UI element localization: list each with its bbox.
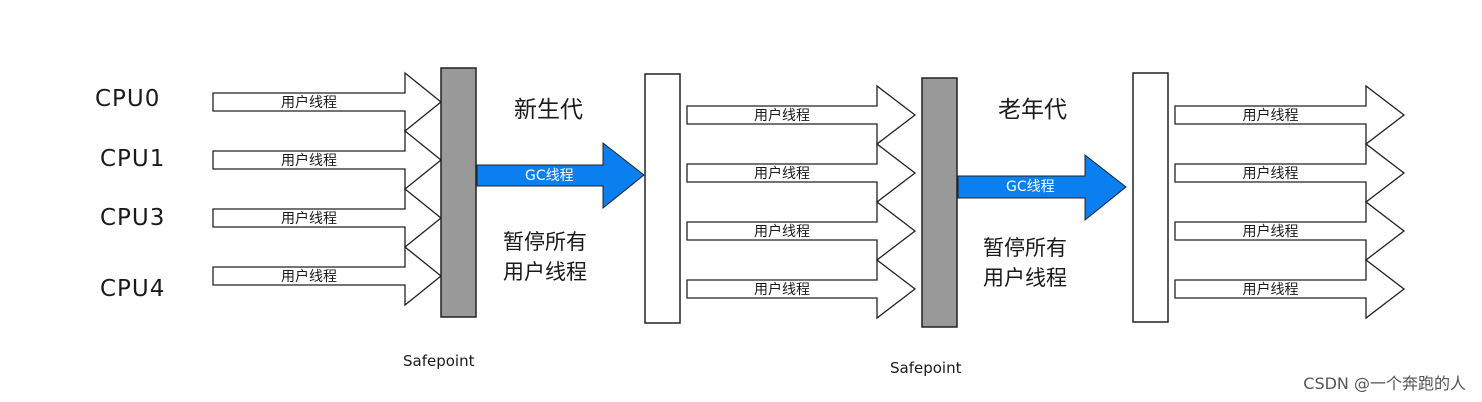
young-thread-arrow-shape [686,200,917,262]
cpu-thread-arrow-1: 用户线程 [212,129,443,191]
safepoint-label-old: Safepoint [890,359,962,377]
old-thread-arrow-label: 用户线程 [1243,223,1299,240]
young-thread-arrow-label: 用户线程 [754,107,810,124]
old-thread-arrow-shape [1174,200,1406,262]
cpu-thread-arrow-0: 用户线程 [212,71,443,133]
gc-arrow-old-label: GC线程 [1006,179,1055,195]
young-gen-pause-note: 暂停所有 用户线程 [503,227,643,287]
old-thread-arrow-2: 用户线程 [1174,200,1406,262]
young-gen-pause-line-1: 暂停所有 [503,230,587,254]
cpu-thread-arrow-shape [212,71,443,133]
young-thread-arrow-label: 用户线程 [754,223,810,240]
cpu-thread-arrow-shape [212,129,443,191]
cpu-thread-arrow-shape [212,245,443,307]
cpu-label-2: CPU3 [100,205,166,231]
gc-arrow-young-label: GC线程 [525,168,574,184]
cpu-thread-arrow-label: 用户线程 [281,94,337,111]
old-thread-arrow-3: 用户线程 [1174,258,1406,320]
old-gen-pause-note: 暂停所有 用户线程 [983,233,1123,293]
gc-arrow-old: GC线程 [957,153,1127,222]
young-thread-arrow-1: 用户线程 [686,142,917,204]
cpu-label-0: CPU0 [95,86,161,112]
young-thread-arrow-2: 用户线程 [686,200,917,262]
safepoint-label-young: Safepoint [403,352,475,370]
old-thread-arrow-shape [1174,142,1406,204]
cpu-label-1: CPU1 [100,146,166,172]
old-thread-arrow-label: 用户线程 [1243,281,1299,298]
cpu-thread-arrow-label: 用户线程 [281,210,337,227]
young-gen-pause-line-2: 用户线程 [503,260,587,284]
cpu-thread-arrow-label: 用户线程 [281,268,337,285]
watermark: CSDN @一个奔跑的人 [1303,374,1466,393]
gc-arrow-young: GC线程 [476,141,645,210]
old-gen-title: 老年代 [998,97,1067,123]
young-thread-arrow-shape [686,142,917,204]
young-thread-arrow-shape [686,258,917,320]
young-thread-arrow-label: 用户线程 [754,165,810,182]
cpu-label-3: CPU4 [100,276,166,302]
safepoint-bar-young [440,67,477,318]
old-thread-arrow-shape [1174,84,1406,146]
young-thread-arrow-3: 用户线程 [686,258,917,320]
safepoint-bar-old [921,77,958,328]
old-thread-arrow-shape [1174,258,1406,320]
old-gen-pause-line-1: 暂停所有 [983,236,1067,260]
young-thread-arrow-0: 用户线程 [686,84,917,146]
old-thread-arrow-1: 用户线程 [1174,142,1406,204]
old-gen-box [1132,72,1169,323]
old-thread-arrow-label: 用户线程 [1243,165,1299,182]
thread-arrows: 用户线程用户线程用户线程用户线程用户线程用户线程用户线程用户线程用户线程用户线程… [212,71,1406,320]
cpu-thread-arrow-shape [212,187,443,249]
cpu-thread-arrow-3: 用户线程 [212,245,443,307]
old-thread-arrow-0: 用户线程 [1174,84,1406,146]
young-gen-title: 新生代 [514,97,583,123]
young-thread-arrow-shape [686,84,917,146]
cpu-thread-arrow-2: 用户线程 [212,187,443,249]
old-gen-pause-line-2: 用户线程 [983,266,1067,290]
young-thread-arrow-label: 用户线程 [754,281,810,298]
old-thread-arrow-label: 用户线程 [1243,107,1299,124]
cpu-thread-arrow-label: 用户线程 [281,152,337,169]
young-gen-box [644,73,681,324]
